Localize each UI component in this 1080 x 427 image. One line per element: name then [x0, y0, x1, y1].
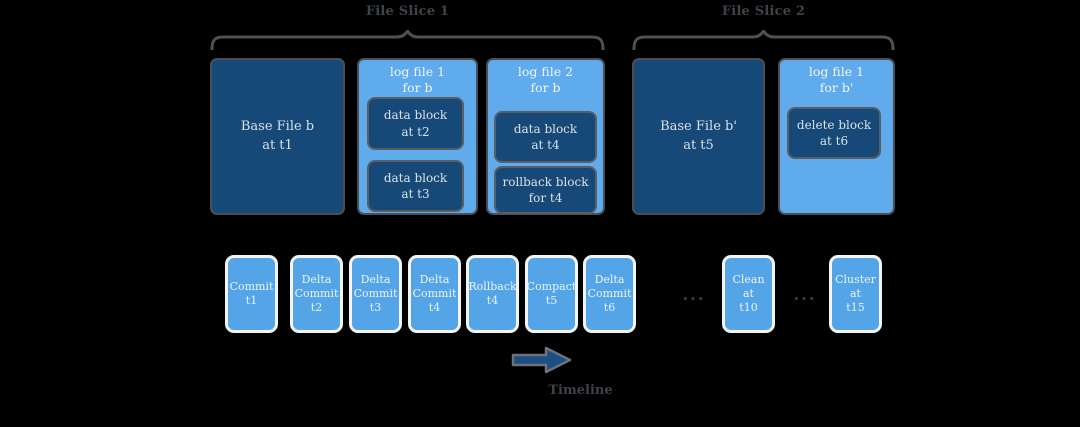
timeline-item-line: Delta: [419, 272, 450, 286]
timeline-item-line: Commit: [412, 286, 457, 300]
timeline-item-line: Cluster: [835, 272, 876, 286]
data-block-t3-line: at t3: [401, 187, 430, 201]
data-block-t4: data block at t4: [494, 111, 597, 163]
timeline-item-line: at: [850, 286, 861, 300]
timeline-item-line: t3: [369, 301, 382, 315]
timeline-arrow-icon: [511, 346, 572, 374]
timeline-item-rollback-t4: Rollback t4: [466, 255, 519, 333]
timeline-item-line: Compact: [526, 279, 577, 293]
timeline-item-cluster-t15: Cluster at t15: [829, 255, 882, 333]
data-block-t3-line: data block: [383, 170, 448, 185]
log-file-1-b-prime-header: log file 1 for b': [780, 64, 893, 97]
timeline-item-commit-t1: Commit t1: [225, 255, 278, 333]
log-file-2-b-header: log file 2 for b: [488, 64, 603, 97]
log-file-2-b-box: log file 2 for b data block at t4 rollba…: [486, 58, 605, 215]
file-slice-1-label: File Slice 1: [365, 4, 450, 19]
data-block-t4-line: at t4: [531, 138, 560, 152]
timeline-item-line: Commit: [587, 286, 632, 300]
timeline-item-line: Clean: [732, 272, 765, 286]
timeline-item-line: Delta: [594, 272, 625, 286]
timeline-item-line: t4: [486, 294, 499, 307]
rollback-block-t4-line: for t4: [528, 191, 563, 205]
timeline-item-line: Delta: [301, 272, 332, 286]
base-file-b-prime-line: Base File b': [660, 118, 737, 134]
timeline-item-line: Delta: [360, 272, 391, 286]
log-file-2-b-header-line: log file 2: [517, 64, 574, 79]
timeline-item-line: t1: [245, 294, 258, 307]
log-file-1-b-box: log file 1 for b data block at t2 data b…: [357, 58, 478, 215]
timeline-item-line: t5: [545, 294, 558, 307]
data-block-t2-line: data block: [383, 108, 448, 123]
timeline-item-line: Commit: [353, 286, 398, 300]
data-block-t2-line: at t2: [401, 124, 430, 139]
base-file-b-box: Base File b at t1: [210, 58, 345, 215]
log-file-1-b-header-line: log file 1: [389, 64, 446, 79]
timeline-item-line: t4: [428, 301, 441, 315]
timeline-item-delta-commit-t4: Delta Commit t4: [408, 255, 461, 333]
timeline-item-line: t15: [846, 301, 865, 315]
timeline-item-line: t2: [310, 301, 323, 315]
delete-block-t6-line: delete block: [796, 117, 872, 132]
base-file-b-prime-box: Base File b' at t5: [632, 58, 765, 215]
base-file-b-line: at t1: [262, 137, 293, 153]
log-file-1-b-header: log file 1 for b: [359, 64, 476, 97]
data-block-t2: data block at t2: [367, 97, 464, 150]
rollback-block-t4: rollback block for t4: [494, 166, 597, 214]
timeline-ellipsis: ...: [682, 286, 706, 304]
log-file-1-b-prime-box: log file 1 for b' delete block at t6: [778, 58, 895, 215]
log-file-1-b-prime-header-line: log file 1: [808, 64, 865, 79]
timeline-label: Timeline: [548, 383, 613, 398]
delete-block-t6-line: at t6: [819, 134, 849, 148]
timeline-item-line: at: [743, 286, 754, 300]
log-file-2-b-header-line: for b: [530, 80, 561, 96]
timeline-item-line: Rollback: [468, 279, 517, 293]
base-file-b-prime-line: at t5: [683, 137, 714, 153]
file-slice-2-label: File Slice 2: [721, 4, 806, 19]
timeline-item-clean-t10: Clean at t10: [722, 255, 775, 333]
timeline-item-line: Commit: [229, 279, 274, 293]
timeline-item-delta-commit-t3: Delta Commit t3: [349, 255, 402, 333]
file-slice-2-brace-icon: [632, 30, 895, 50]
timeline-item-line: t10: [739, 301, 758, 315]
timeline-item-line: t6: [603, 301, 616, 315]
timeline-item-delta-commit-t6: Delta Commit t6: [583, 255, 636, 333]
base-file-b-line: Base File b: [240, 118, 315, 134]
timeline-ellipsis: ...: [793, 286, 817, 304]
rollback-block-t4-line: rollback block: [502, 174, 589, 189]
timeline-item-line: Commit: [294, 286, 339, 300]
timeline-item-compact-t5: Compact t5: [525, 255, 578, 333]
timeline-item-delta-commit-t2: Delta Commit t2: [290, 255, 343, 333]
file-slice-1-brace-icon: [210, 30, 605, 50]
log-file-1-b-header-line: for b: [402, 80, 433, 96]
log-file-1-b-prime-header-line: for b': [819, 80, 854, 96]
data-block-t4-line: data block: [513, 121, 578, 136]
delete-block-t6: delete block at t6: [787, 107, 881, 159]
data-block-t3: data block at t3: [367, 160, 464, 212]
